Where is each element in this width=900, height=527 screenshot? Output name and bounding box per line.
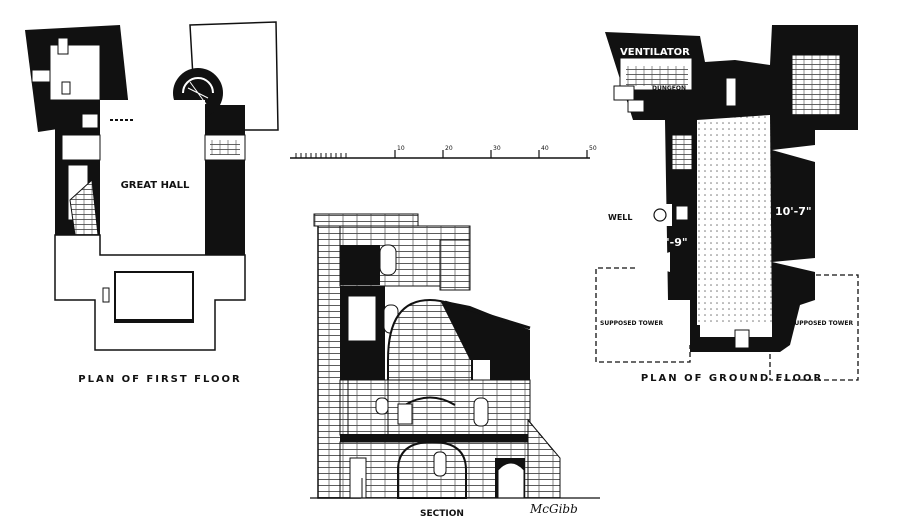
- dungeon-label: DUNGEON: [652, 85, 686, 92]
- scale-bar: 10 20 30 40 50: [290, 145, 597, 159]
- scale-tick-label: 50: [589, 145, 597, 152]
- scale-tick-label: 30: [493, 145, 501, 152]
- scale-tick-label: 20: [445, 145, 453, 152]
- scale-tick-label: 40: [541, 145, 549, 152]
- well-dimension: 12'-9": [651, 236, 688, 249]
- ground-floor-hall: [697, 115, 772, 325]
- trap-label: TRAP: [71, 87, 92, 95]
- section-drawing: SECTION McGibb: [310, 213, 600, 519]
- section-stair: [527, 418, 561, 499]
- scale-major-ticks: 10 20 30 40 50: [394, 145, 597, 158]
- great-hall-label: GREAT HALL: [121, 180, 190, 191]
- supposed-tower-right-outline: [769, 274, 859, 381]
- great-hall-floor: [100, 100, 205, 255]
- scale-minor-ticks: [295, 153, 347, 158]
- scale-tick-label: 10: [397, 145, 405, 152]
- ground-floor-caption: PLAN OF GROUND FLOOR: [641, 373, 823, 384]
- signature: McGibb: [529, 502, 578, 516]
- porch: [114, 271, 194, 323]
- well-label: WELL: [608, 213, 632, 222]
- well-shaft: [653, 208, 667, 222]
- ground-floor-plan: VENTILATOR DUNGEON WELL 12'-9" 10'-7" SU…: [595, 25, 859, 384]
- first-floor-plan: GREAT HALL TRAP PLAN OF FIRST FLOOR: [25, 21, 279, 385]
- section-ground-vault: [397, 440, 467, 499]
- supposed-tower-left-label: SUPPOSED TOWER: [600, 320, 663, 327]
- hall-dimension: 10'-7": [775, 205, 812, 218]
- supposed-tower-right-label: SUPPOSED TOWER: [790, 320, 853, 327]
- ventilator-label: VENTILATOR: [620, 47, 690, 58]
- section-caption: SECTION: [420, 509, 464, 519]
- supposed-tower-left-outline: [595, 267, 691, 363]
- first-floor-caption: PLAN OF FIRST FLOOR: [78, 374, 241, 385]
